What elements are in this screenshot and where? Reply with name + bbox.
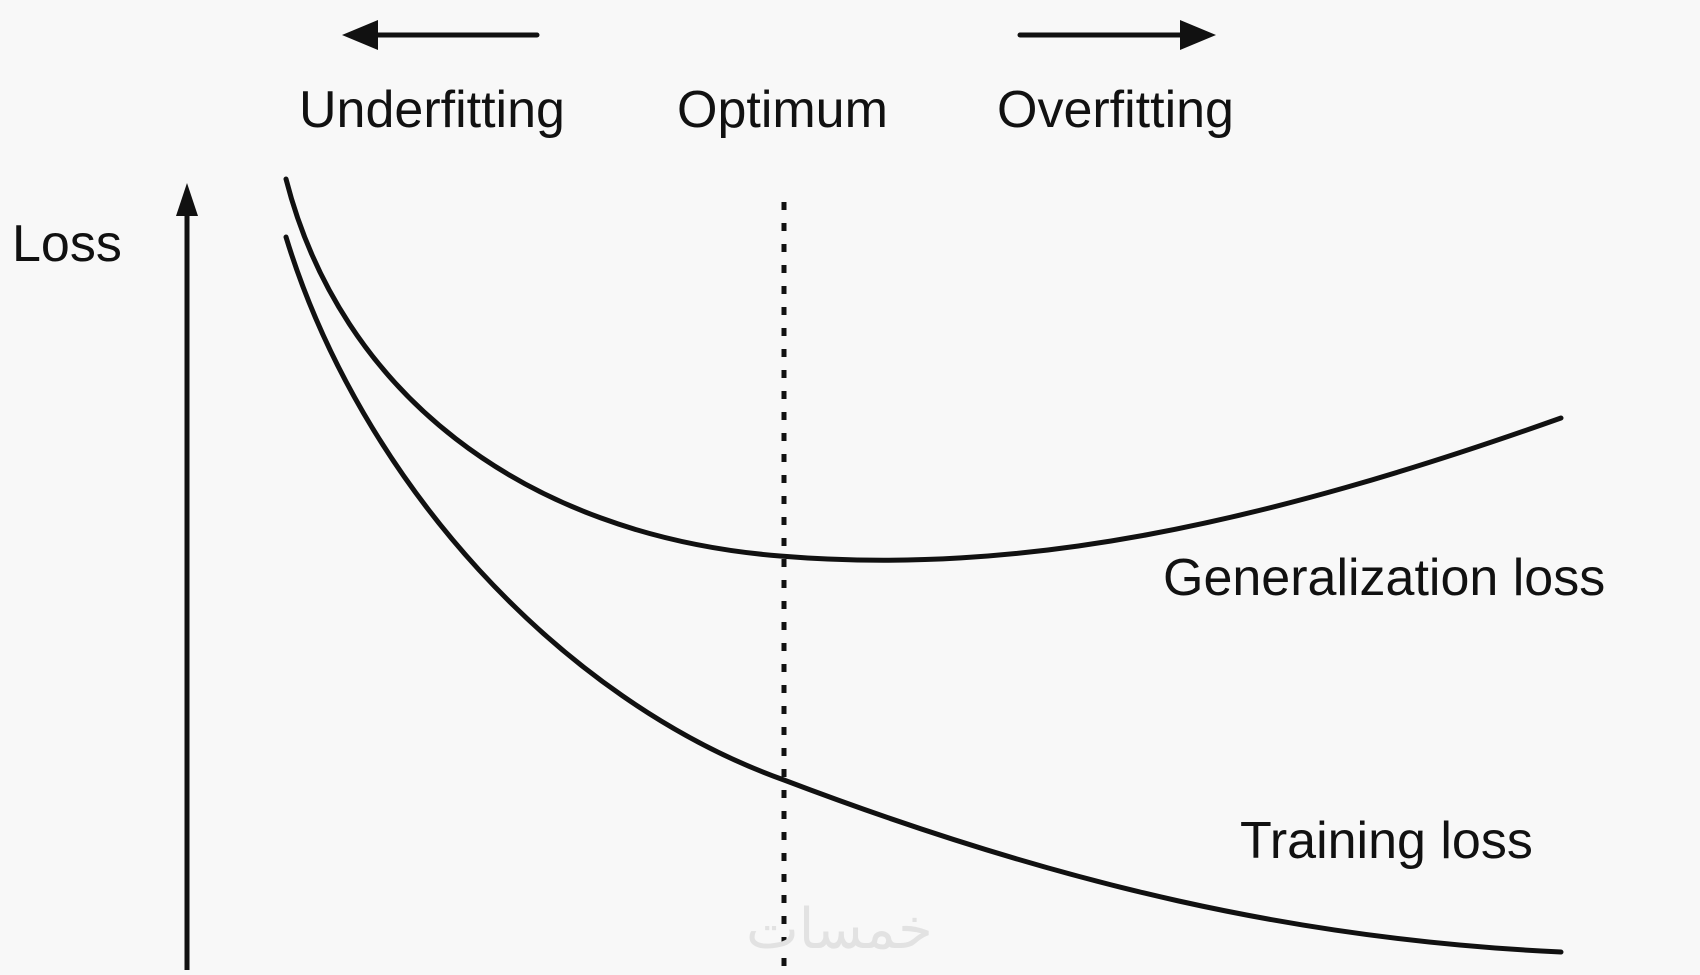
training-loss-label: Training loss bbox=[1240, 812, 1533, 870]
generalization-loss-label: Generalization loss bbox=[1163, 549, 1606, 607]
optimum-label: Optimum bbox=[677, 81, 888, 139]
underfitting-label: Underfitting bbox=[299, 81, 565, 139]
training-loss-curve bbox=[283, 234, 1564, 955]
generalization-loss-curve bbox=[283, 176, 1564, 563]
watermark: خمسات bbox=[746, 897, 933, 962]
loss-axis-label: Loss bbox=[12, 215, 122, 273]
loss-axis bbox=[176, 183, 198, 970]
overfitting-label: Overfitting bbox=[997, 81, 1234, 139]
overfitting-arrow bbox=[1017, 20, 1216, 50]
underfitting-arrow bbox=[342, 20, 540, 50]
